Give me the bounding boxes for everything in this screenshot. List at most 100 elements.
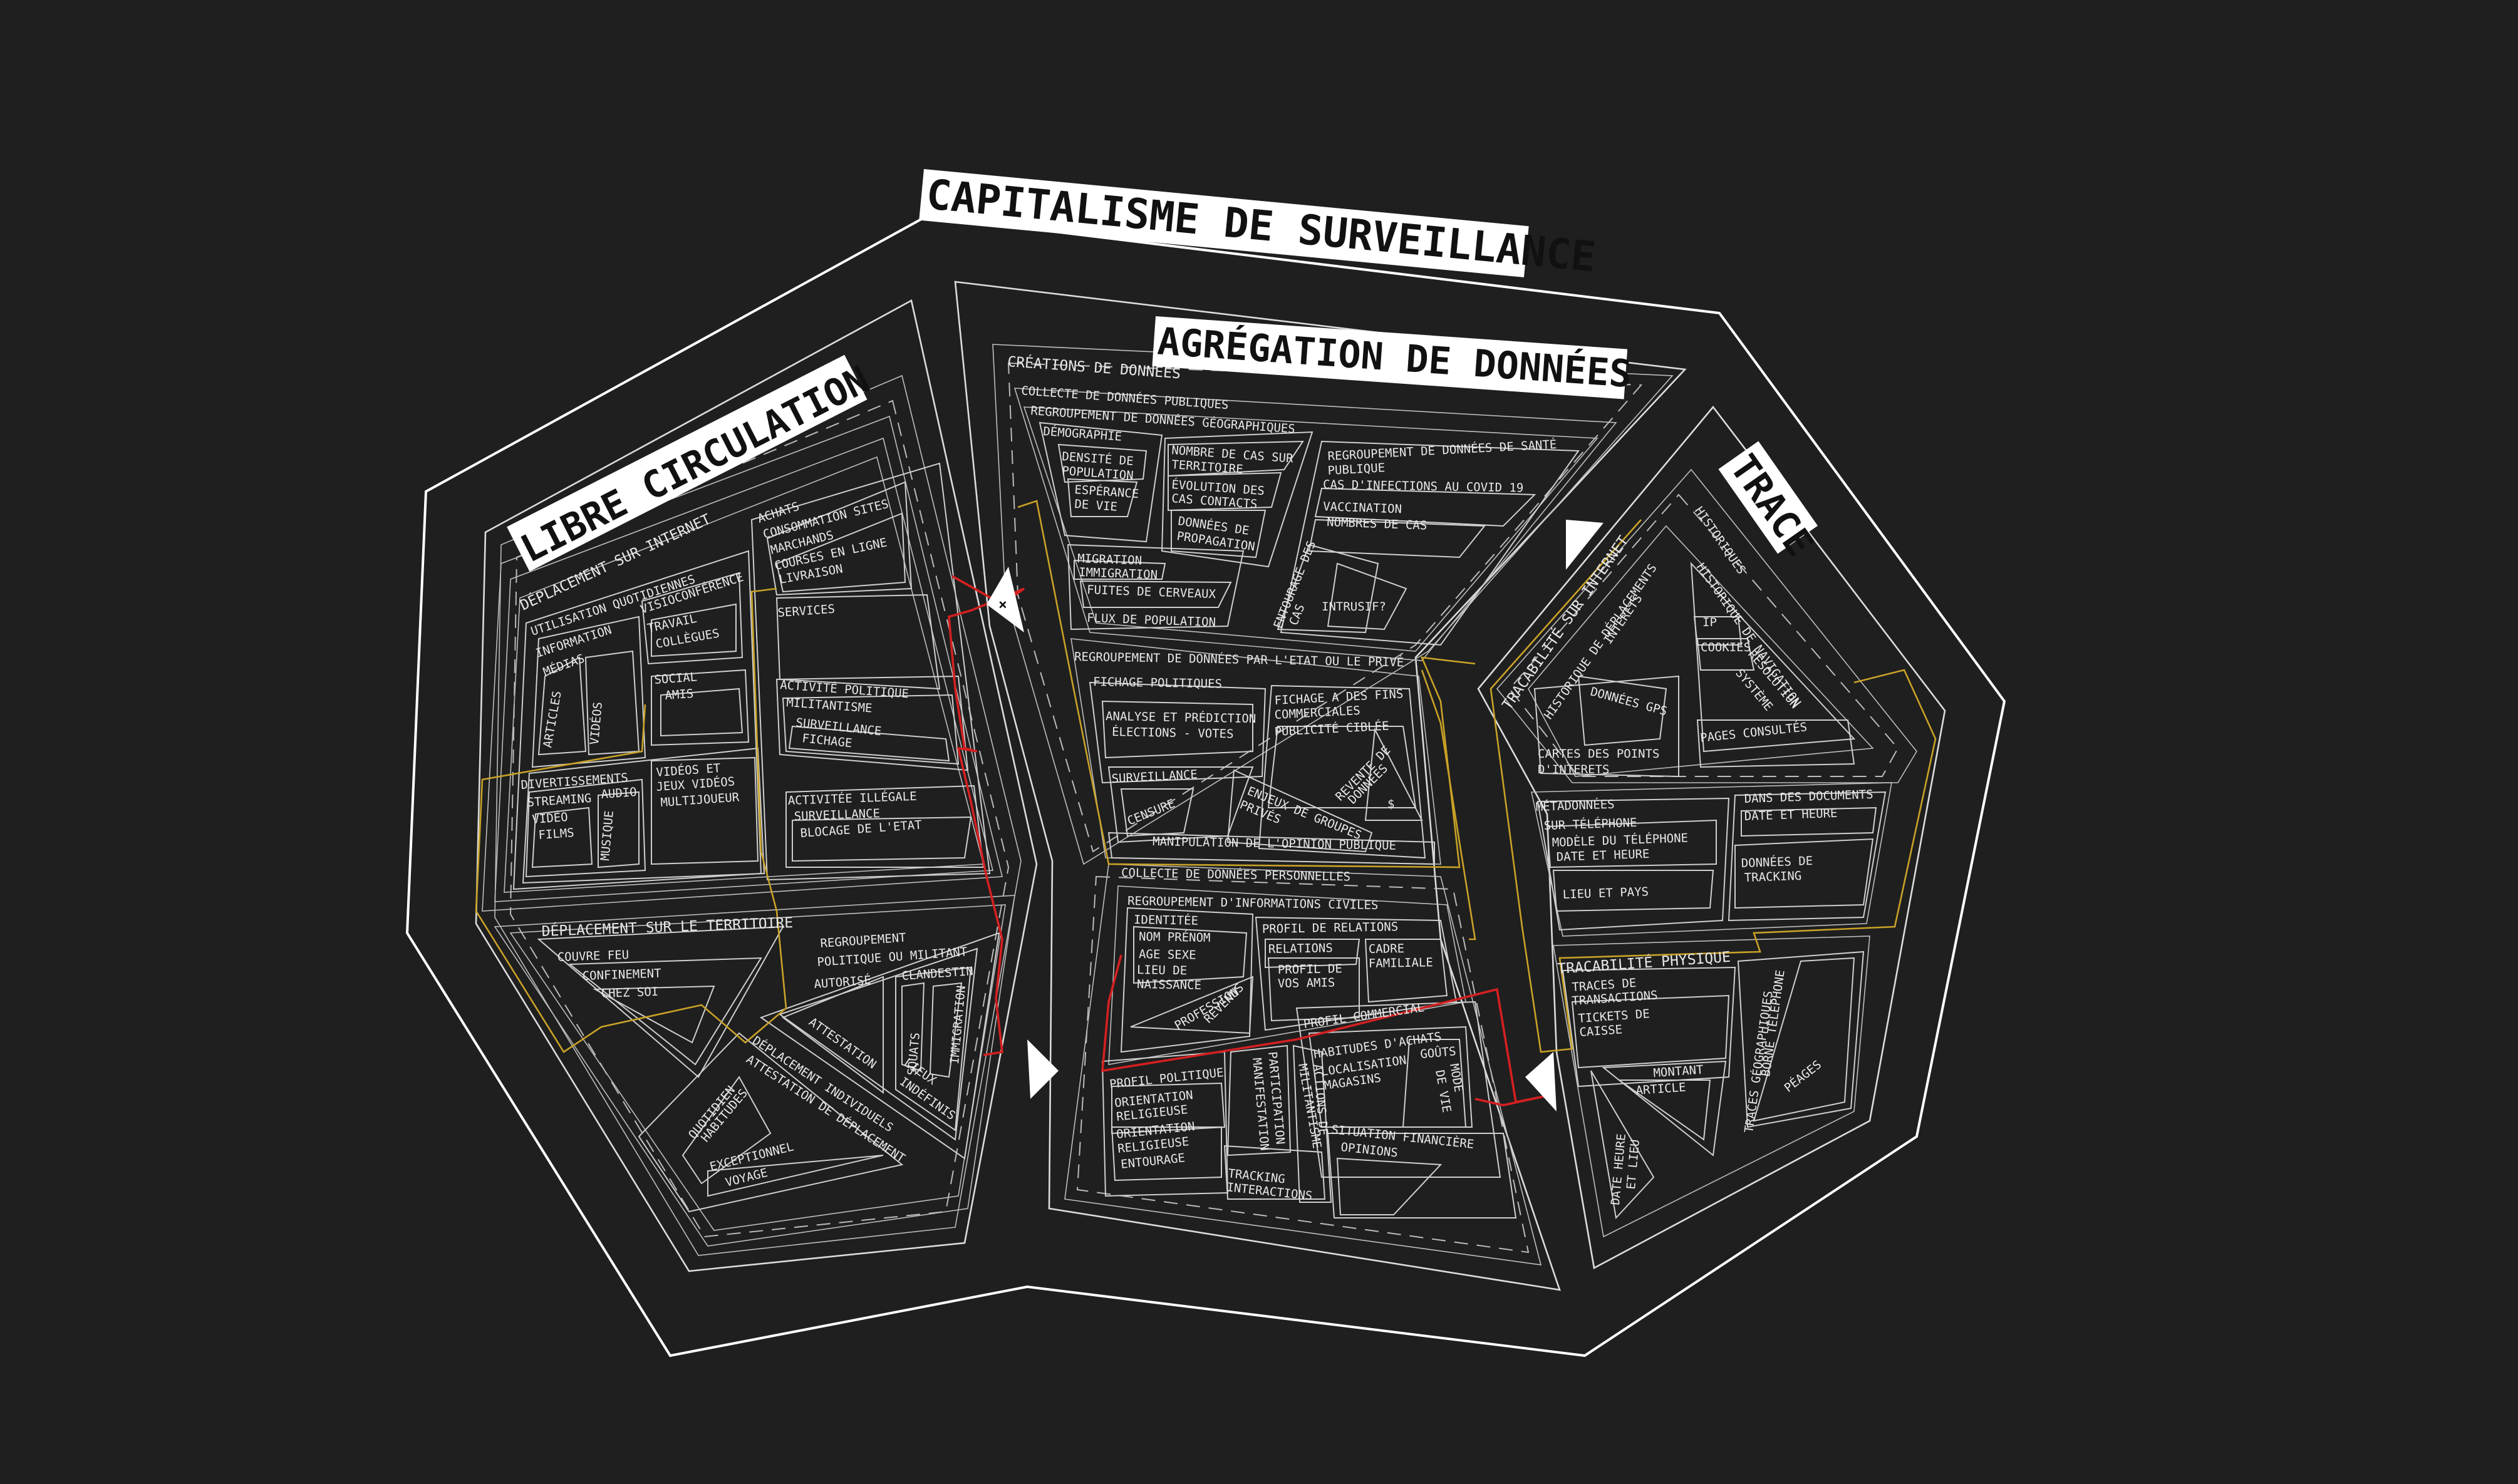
label-sante1: REGROUPEMENT DE DONNÉES DE SANTÉ [1327, 437, 1557, 463]
nom-box [1133, 925, 1248, 984]
left-zone-border [475, 299, 1038, 1272]
revente-box [1364, 727, 1423, 821]
label-chezsoi: CHEZ SOI [601, 985, 658, 1001]
chez-soi-box [593, 985, 715, 1044]
label-nbcas3: NOMBRES DE CAS [1327, 515, 1427, 533]
label-couvre: COUVRE FEU [557, 948, 629, 964]
illegale-box [785, 785, 985, 868]
label-migration: MIGRATION [1077, 552, 1142, 568]
enjeux-box [1226, 769, 1373, 853]
profession-box [1130, 976, 1254, 1034]
label-identite: IDENTITÉE [1134, 912, 1198, 928]
label-cadre: CADRE [1369, 942, 1405, 956]
gps-box [1577, 675, 1667, 746]
label-cartes1: CARTES DES POINTS [1538, 747, 1659, 761]
militantisme-box [782, 694, 960, 765]
physique-zone [1553, 935, 1870, 1238]
publiques-zone [1013, 388, 1617, 661]
immigration-c-box [1074, 559, 1166, 580]
densite-box [1057, 443, 1148, 483]
label-date1: DATE ET HEURE [1556, 847, 1649, 864]
jeux-box [651, 756, 759, 865]
yellow-path-center-top [1017, 500, 1476, 868]
right-title-box [1718, 441, 1818, 554]
label-relations: RELATIONS [1268, 941, 1333, 956]
squats-box [901, 982, 925, 1072]
propagation-box [1171, 510, 1267, 559]
demographie-box [1039, 421, 1163, 543]
label-track1: DONNÉES DE [1741, 853, 1813, 870]
label-nom: NOM PRÉNOM [1139, 929, 1211, 945]
montant-box [1602, 1060, 1727, 1157]
zone-libre-circulation [475, 299, 1038, 1272]
gouts-box [1402, 1039, 1467, 1128]
yellow-path-left [475, 587, 787, 1053]
label-amis: AMIS [665, 687, 694, 703]
covid-cases-box [1161, 431, 1313, 568]
label-perso: COLLECTE DE DONNÉES PERSONNELLES [1121, 865, 1350, 884]
yellow-path-center-right [1421, 669, 1476, 940]
relations-zone [1255, 916, 1458, 1031]
label-surtel: SUR TÉLÉPHONE [1543, 815, 1637, 833]
manipulation-box [1107, 832, 1435, 865]
conso-box [766, 481, 913, 596]
label-elections: ÉLECTIONS - VOTES [1112, 724, 1234, 741]
fichage-box [788, 725, 950, 762]
article-box [1617, 1080, 1711, 1141]
confinement-box [568, 957, 762, 1066]
cookies-box [1696, 638, 1755, 671]
personnelles-dashed [1076, 875, 1530, 1254]
label-gps: DONNÉES GPS [1589, 684, 1669, 719]
right-title: TRACE [1718, 441, 1822, 565]
label-opinions: OPINIONS [1340, 1140, 1398, 1160]
left-title-box [507, 354, 868, 572]
caisse-box [1571, 994, 1730, 1069]
personnelles-zone [1064, 863, 1542, 1265]
orient2-box [1111, 1126, 1222, 1182]
label-demographie: DÉMOGRAPHIE [1043, 424, 1122, 444]
right-dashed-ring [1508, 493, 1899, 777]
identite-box [1120, 907, 1254, 1053]
intrusif-box [1327, 562, 1407, 631]
territoire-zone [494, 895, 1015, 1247]
etat-zone [1070, 638, 1441, 865]
fins-commerciales-box [1258, 684, 1426, 859]
label-cartes2: D'INTERETS [1538, 763, 1609, 776]
paths [475, 500, 1937, 1106]
fichage-politiques-box [1089, 681, 1267, 784]
left-zone-ring [494, 374, 1022, 1256]
label-pages: PAGES CONSULTÉS [1699, 719, 1808, 745]
participation-box [1226, 1044, 1292, 1157]
label-autorise: AUTORISÉ [814, 973, 872, 991]
visio-box [641, 572, 743, 665]
migration-box [1067, 544, 1245, 631]
internet-zone-inner [494, 437, 994, 902]
label-confinement: CONFINEMENT [582, 967, 661, 983]
label-ip: IP [1702, 616, 1717, 629]
label-intrusif: INTRUSIF? [1322, 600, 1386, 614]
situation-box [1327, 1133, 1517, 1219]
label-streaming: STREAMING [527, 791, 592, 810]
label-videos: VIDÉOS [587, 701, 605, 745]
tracking-box [1734, 838, 1874, 909]
label-familiale: FAMILIALE [1369, 956, 1433, 971]
label-profamis1: PROFIL DE [1278, 962, 1342, 977]
label-relprof: PROFIL DE RELATIONS [1262, 920, 1399, 936]
covid-box [1314, 487, 1536, 527]
label-lieupays: LIEU ET PAYS [1562, 885, 1649, 902]
label-montant: MONTANT [1653, 1063, 1704, 1080]
amis-box [660, 688, 743, 737]
zone-trace [1477, 405, 1946, 1269]
label-clandestin: CLANDESTIN [901, 964, 974, 983]
social-box [651, 669, 750, 746]
label-analyse: ANALYSE ET PRÉDICTION [1106, 709, 1256, 726]
label-sante2: PUBLIQUE [1327, 461, 1386, 478]
label-age: AGE SEXE [1139, 947, 1196, 962]
cartes-box [1533, 675, 1679, 778]
label-social: SOCIAL [654, 670, 698, 687]
cadre-box [1364, 939, 1448, 1003]
label-militant: MILITANTISME [786, 696, 873, 716]
label-lieu: LIEU DE [1137, 963, 1187, 977]
label-regroup: REGROUPEMENT [820, 930, 906, 951]
label-surv2: SURVEILLANCE [794, 806, 880, 823]
